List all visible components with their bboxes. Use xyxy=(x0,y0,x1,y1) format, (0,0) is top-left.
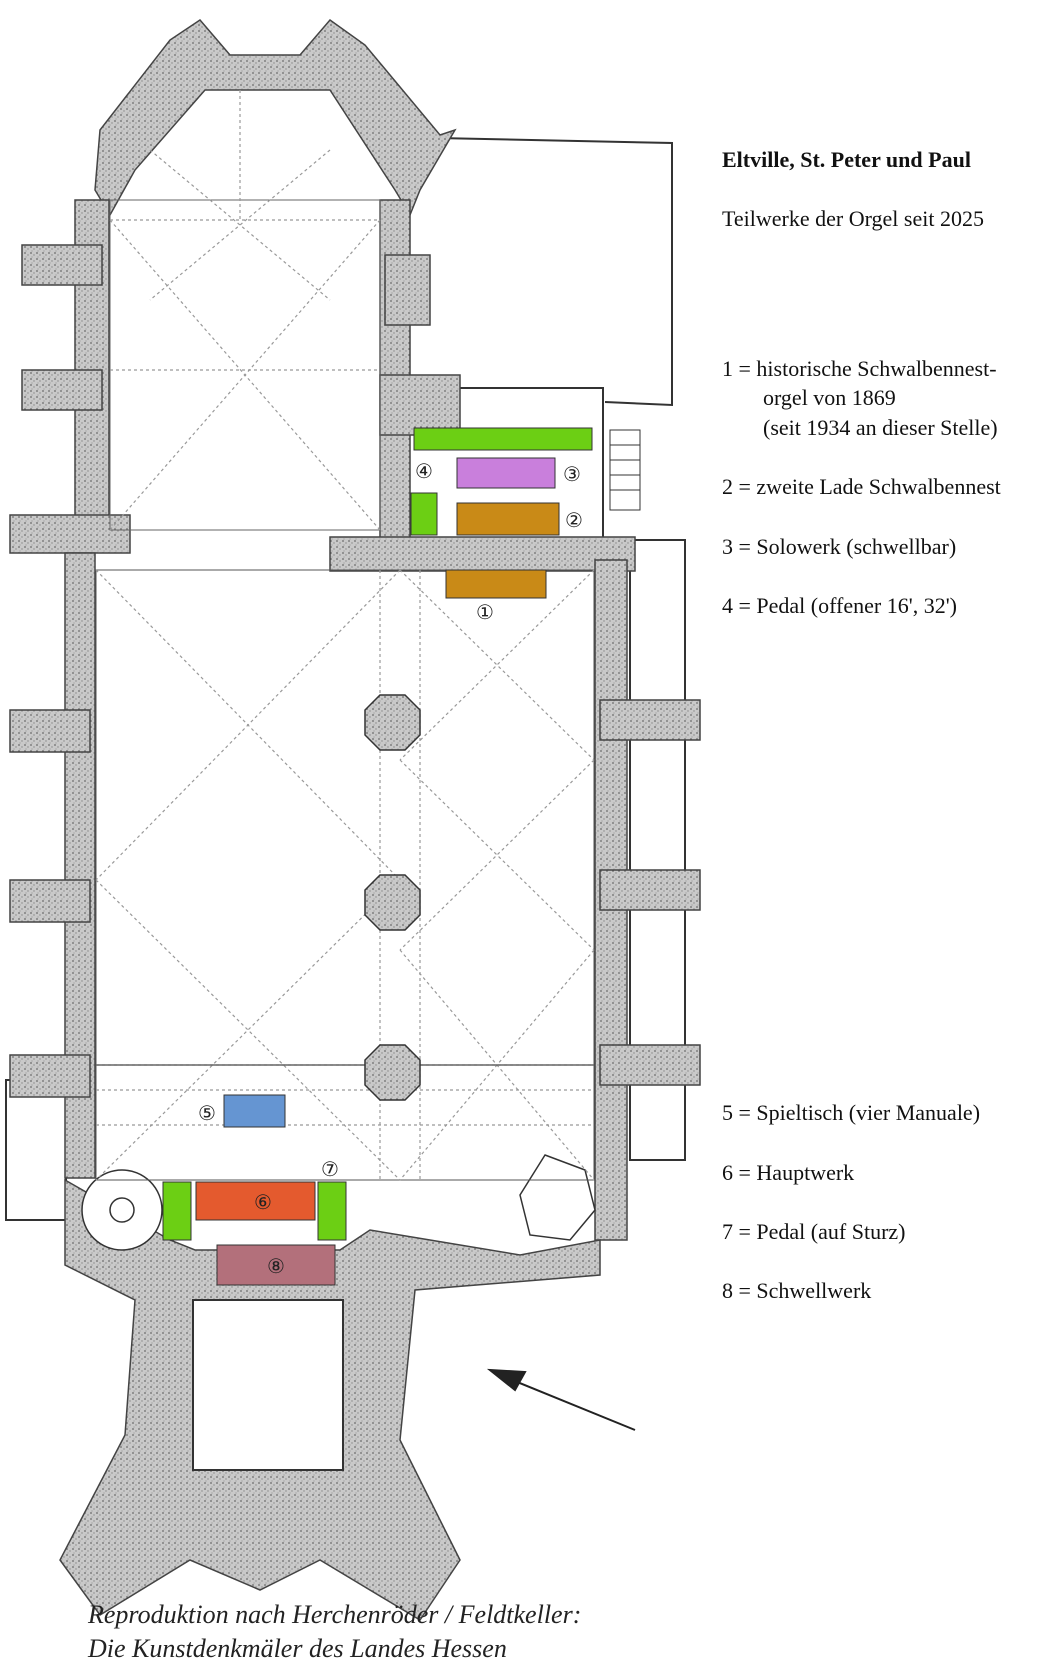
legend-item-1-cont-1: orgel von 1869 xyxy=(763,385,896,410)
legend-item-7: 7 = Pedal (auf Sturz) xyxy=(722,1219,906,1244)
nave-pillars xyxy=(364,694,421,1101)
division-7-pedal-right xyxy=(317,1181,347,1241)
division-4-pedal-top xyxy=(413,427,593,451)
legend-item-4: 4 = Pedal (offener 16', 32') xyxy=(722,593,957,618)
division-5-spieltisch xyxy=(223,1094,286,1128)
division-1-schwalbennest xyxy=(445,569,547,599)
legend-item-6: 6 = Hauptwerk xyxy=(722,1160,855,1185)
legend-item-1: 1 = historische Schwalbennest- xyxy=(722,356,997,381)
marker-8: ⑧ xyxy=(267,1254,285,1278)
church-walls xyxy=(9,18,701,1622)
legend-item-5: 5 = Spieltisch (vier Manuale) xyxy=(722,1100,981,1125)
division-3-solowerk xyxy=(456,457,556,489)
division-6-hauptwerk xyxy=(195,1181,316,1221)
legend-item-2: 2 = zweite Lade Schwalbennest xyxy=(722,474,1001,499)
marker-4: ④ xyxy=(415,459,433,483)
division-markers: ① ② ③ ④ ⑤ ⑥ ⑦ ⑧ xyxy=(198,459,583,1278)
source-caption-line-1: Reproduktion nach Herchenröder / Feldtke… xyxy=(88,1600,582,1629)
nave-interior xyxy=(95,569,595,1181)
division-4-pedal-small xyxy=(410,492,438,536)
legend-item-3: 3 = Solowerk (schwellbar) xyxy=(722,534,957,559)
marker-5: ⑤ xyxy=(198,1101,216,1125)
marker-2: ② xyxy=(565,508,583,532)
marker-1: ① xyxy=(476,600,494,624)
annex-stair xyxy=(609,429,641,511)
legend-item-8: 8 = Schwellwerk xyxy=(722,1278,872,1303)
source-caption-line-2: Die Kunstdenkmäler des Landes Hessen xyxy=(88,1634,507,1663)
tower-room xyxy=(192,1299,344,1471)
plan-subtitle: Teilwerke der Orgel seit 2025 xyxy=(722,206,984,231)
legend-item-1-cont-2: (seit 1934 an dieser Stelle) xyxy=(763,415,998,440)
division-8-schwellwerk xyxy=(216,1244,336,1286)
stair-towers xyxy=(81,1154,596,1251)
north-arrow xyxy=(486,1368,636,1431)
organ-divisions xyxy=(162,427,593,1286)
marker-7: ⑦ xyxy=(321,1157,339,1181)
plan-title: Eltville, St. Peter und Paul xyxy=(722,147,971,172)
division-7-pedal-left xyxy=(162,1181,192,1241)
division-2-lade xyxy=(456,502,560,536)
choir-interior xyxy=(109,199,381,531)
marker-3: ③ xyxy=(563,462,581,486)
marker-6: ⑥ xyxy=(254,1190,272,1214)
vault-ribs xyxy=(95,90,595,1181)
